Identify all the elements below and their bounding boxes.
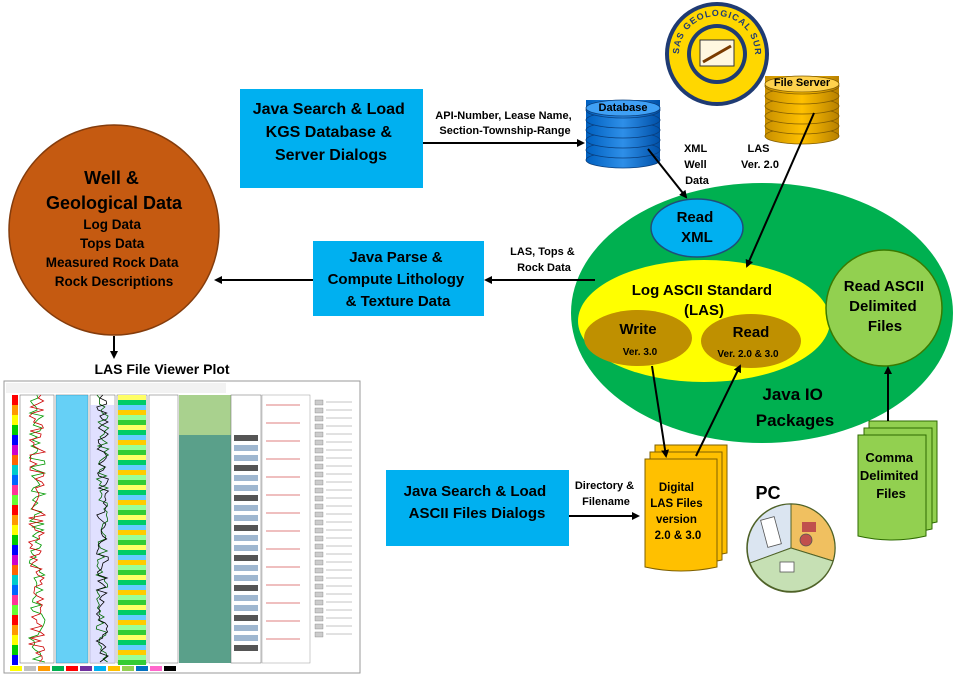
- svg-text:Java Search & Load ASCII: Java Search & Load ASCII Files Dialogs: [404, 483, 551, 522]
- write-ellipse: Write Ver. 3.0: [584, 310, 692, 366]
- parse-compute-box: Java Parse & Compute Lithology & Texture…: [313, 241, 484, 316]
- xml-arrow: [647, 148, 688, 199]
- kgs-dialogs-box: Java Search & Load KGS Database & Server…: [240, 89, 423, 188]
- svg-text:Well & Geological Data: Well & Geological Data: [46, 168, 183, 213]
- database-icon: Database: [585, 99, 661, 169]
- svg-text:Comma Delimited Fi: Comma Delimited Files: [860, 450, 922, 501]
- svg-text:KANSAS GEOLOGICAL SURVEY: KANSAS GEOLOGICAL SURVEY: [0, 0, 763, 56]
- api-query-label: API-Number, Lease Name, Section-Township…: [435, 110, 574, 137]
- viewer-plot-title: LAS File Viewer Plot: [94, 361, 229, 377]
- svg-text:Ver. 3.0: Ver. 3.0: [623, 347, 658, 358]
- directory-filename-label: Directory & Filename: [575, 480, 637, 508]
- file-server-icon: File Server: [764, 75, 840, 145]
- read-ascii-circle: Read ASCII Delimited Files: [825, 249, 943, 367]
- file-server-arrow: [745, 112, 815, 268]
- digital-las-files-icon: Digital LAS Files version 2.0 & 3.0: [644, 444, 728, 572]
- xml-well-data-label: XML Well Data: [684, 143, 710, 187]
- svg-text:Read: Read: [733, 324, 770, 341]
- read-ellipse: Read Ver. 2.0 & 3.0: [701, 314, 801, 368]
- read-arrow: [695, 364, 741, 457]
- svg-text:Log ASCII Standard (LAS): Log ASCII Standard (LAS): [632, 282, 776, 319]
- svg-text:Digital LAS Files: Digital LAS Files version 2.0 & 3.0: [650, 482, 706, 542]
- svg-text:Read XML: Read XML: [677, 209, 718, 246]
- svg-text:Java Search & Load KGS D: Java Search & Load KGS Database & Server…: [253, 101, 410, 164]
- svg-text:Log Data Tops Data: Log Data Tops Data Measured Rock Data Ro…: [46, 217, 183, 289]
- las-viewer-plot-thumbnail: [3, 380, 361, 674]
- svg-text:Write: Write: [619, 321, 656, 338]
- svg-text:Read ASCII Delimited: Read ASCII Delimited Files: [844, 278, 928, 335]
- pc-pie-icon: [746, 503, 836, 593]
- ascii-dialogs-box: Java Search & Load ASCII Files Dialogs: [386, 470, 569, 546]
- comma-delimited-files-icon: Comma Delimited Files: [857, 420, 938, 541]
- svg-text:File Server: File Server: [774, 77, 831, 89]
- write-arrow: [651, 365, 670, 458]
- pc-label: PC: [755, 483, 780, 503]
- svg-text:Database: Database: [599, 102, 648, 114]
- las-tops-rock-label: LAS, Tops & Rock Data: [510, 246, 578, 274]
- svg-text:Java IO Packages: Java IO Packages: [756, 385, 834, 430]
- svg-text:Java Parse & Compute Lit: Java Parse & Compute Lithology & Texture…: [328, 249, 469, 310]
- well-geological-data-circle: Well & Geological Data Log Data Tops Dat…: [8, 124, 220, 336]
- read-xml-ellipse: Read XML: [650, 198, 744, 258]
- svg-text:Ver. 2.0 & 3.0: Ver. 2.0 & 3.0: [717, 349, 779, 360]
- las-version-label: LAS Ver. 2.0: [741, 143, 779, 171]
